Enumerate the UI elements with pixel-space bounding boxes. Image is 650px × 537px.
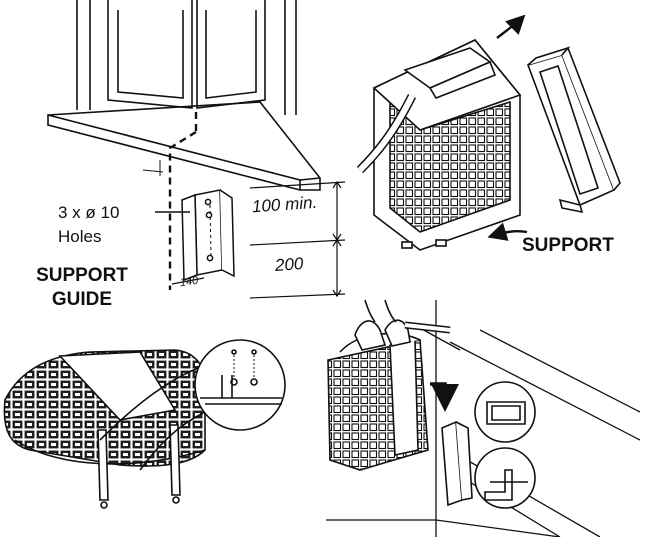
- ac-unit-top: [356, 39, 522, 251]
- detail-circle-bottom: [474, 447, 536, 509]
- support-guide-label-line2: GUIDE: [51, 289, 113, 310]
- arrow-top: [496, 14, 526, 39]
- ac-unit-install: [327, 299, 451, 471]
- window-and-sill: [47, 0, 321, 290]
- detail-circle-top: [474, 381, 536, 443]
- dimension-200-label: 200: [274, 254, 304, 275]
- support-guide-label-line1: SUPPORT: [36, 265, 128, 286]
- arrow-bottom: [487, 222, 528, 241]
- holes-label-line2: Holes: [58, 227, 102, 246]
- detail-magnifier: [99, 339, 286, 471]
- holes-label-line1: 3 x ø 10: [58, 203, 120, 222]
- arrow-install: [430, 382, 459, 412]
- wall-bracket: [441, 420, 473, 507]
- dimension-lines: [171, 180, 346, 299]
- rolled-unit: [3, 349, 206, 509]
- support-piece: [526, 46, 621, 214]
- support-guide-bracket: [181, 189, 235, 282]
- support-label: SUPPORT: [522, 235, 614, 256]
